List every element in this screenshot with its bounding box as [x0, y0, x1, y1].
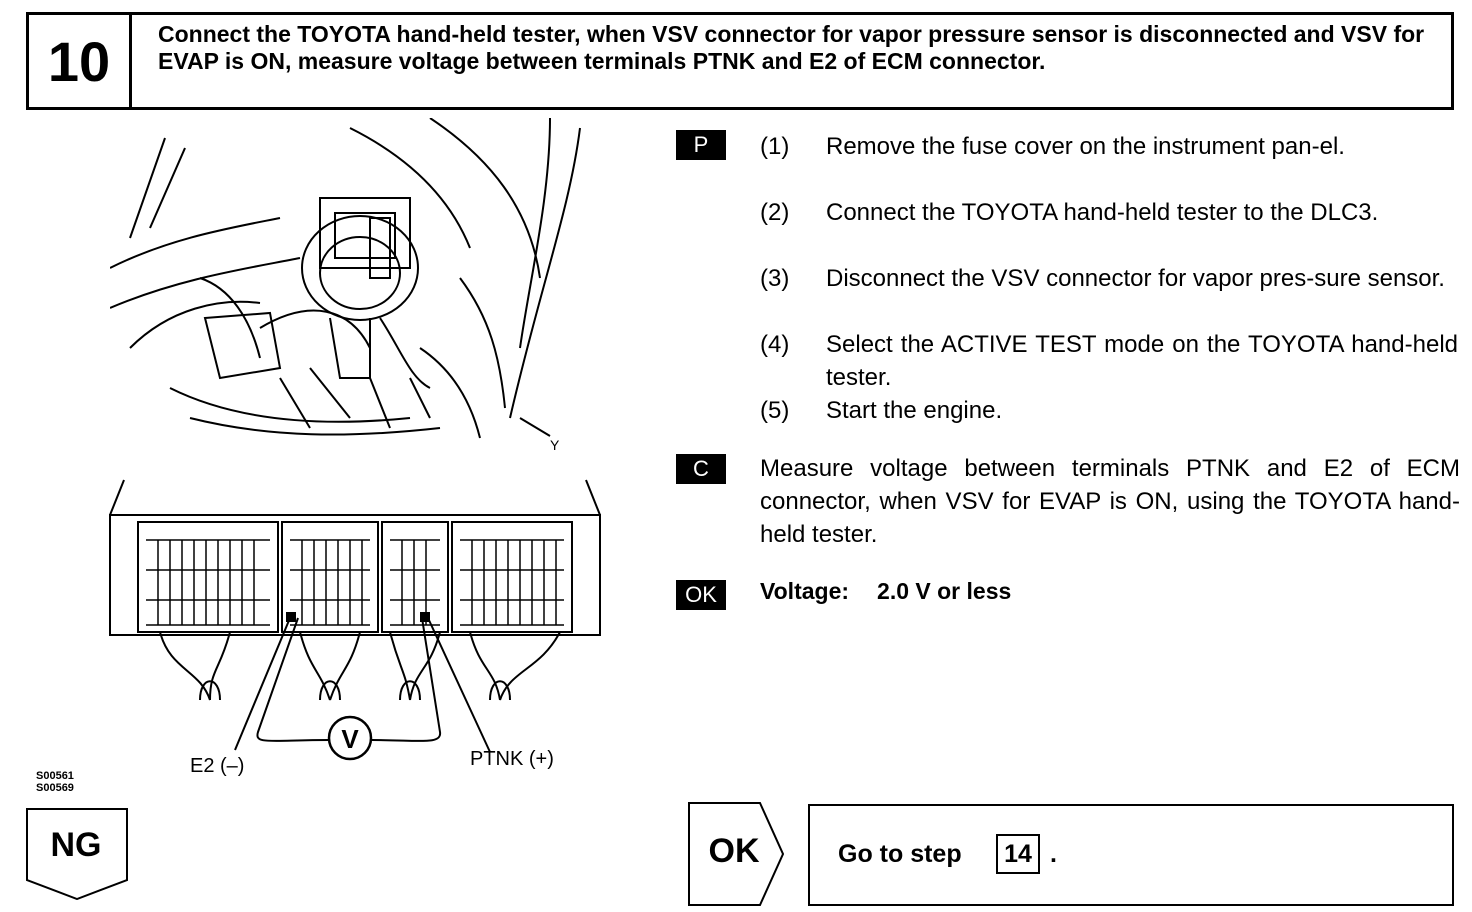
e2-terminal-label: E2 (–) — [190, 755, 244, 777]
goto-step-period: . — [1050, 840, 1057, 868]
procedure-step-3: (3) Disconnect the VSV connector for vap… — [760, 262, 1460, 328]
ng-arrow-shape — [26, 808, 128, 900]
procedure-step-5: (5) Start the engine. — [760, 394, 1460, 427]
step-text: Remove the fuse cover on the instrument … — [826, 133, 1345, 160]
step-number-label: (1) — [760, 133, 790, 160]
step-number-label: (5) — [760, 397, 790, 424]
spec-value: 2.0 V or less — [877, 578, 1012, 604]
ok-result-box — [808, 804, 1454, 906]
engine-illustration: Y — [110, 118, 581, 453]
step-number-label: (4) — [760, 331, 790, 358]
engine-callout-label: Y — [550, 437, 560, 453]
figure-code-1: S00561 — [36, 770, 74, 782]
step-text: Start the engine. — [826, 397, 1003, 424]
step-number: 10 — [29, 15, 132, 107]
step-text: Disconnect the VSV connector for vapor p… — [826, 265, 1445, 292]
check-instruction: Measure voltage between terminals PTNK a… — [760, 455, 1460, 548]
spec-line: Voltage: 2.0 V or less — [760, 578, 1011, 605]
voltmeter-symbol: V — [341, 724, 359, 754]
step-text: Select the ACTIVE TEST mode on the TOYOT… — [826, 331, 1458, 391]
goto-step-link[interactable]: 14 — [996, 834, 1040, 874]
check-badge: C — [676, 454, 726, 484]
procedure-step-4: (4) Select the ACTIVE TEST mode on the T… — [760, 328, 1460, 394]
step-number-label: (3) — [760, 265, 790, 292]
ptnk-terminal-label: PTNK (+) — [470, 748, 554, 770]
step-text: Connect the TOYOTA hand-held tester to t… — [826, 199, 1379, 226]
goto-step-text: Go to step — [838, 840, 962, 868]
ng-label: NG — [50, 826, 102, 864]
procedure-step-2: (2) Connect the TOYOTA hand-held tester … — [760, 196, 1460, 262]
procedure-badge: P — [676, 130, 726, 160]
ok-arrow-shape — [688, 802, 784, 906]
procedure-step-1: (1) Remove the fuse cover on the instrum… — [760, 130, 1460, 196]
step-title: Connect the TOYOTA hand-held tester, whe… — [158, 21, 1425, 74]
step-header: 10 Connect the TOYOTA hand-held tester, … — [26, 12, 1454, 110]
ok-spec-badge: OK — [676, 580, 726, 610]
spec-label: Voltage: — [760, 578, 850, 604]
figure-code-2: S00569 — [36, 782, 74, 794]
step-number-label: (2) — [760, 199, 790, 226]
ok-label: OK — [708, 832, 760, 870]
ecm-connector-illustration: V E2 (–) PTNK (+) — [109, 479, 601, 777]
